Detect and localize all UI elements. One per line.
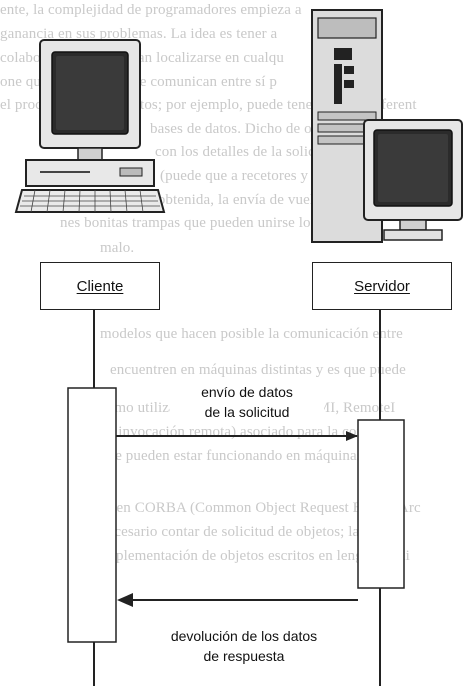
client-box: Cliente xyxy=(40,262,160,310)
background-text-line: encuentren en máquinas distintas y es qu… xyxy=(110,362,406,378)
server-box: Servidor xyxy=(312,262,452,310)
response-message-line: devolución de los datos xyxy=(170,628,318,644)
server-label: Servidor xyxy=(354,277,410,295)
client-label: Cliente xyxy=(76,277,124,295)
request-message: envío de datos de la solicitud xyxy=(170,382,324,422)
background-text-line: modelos que hacen posible la comunicació… xyxy=(100,326,403,342)
background-text-line: malo. xyxy=(100,240,135,256)
background-text-line: que pueden estar funcionando en máquinas… xyxy=(100,448,401,464)
request-message-line: de la solicitud xyxy=(204,404,290,420)
response-message: devolución de los datos de respuesta xyxy=(138,626,350,666)
background-text-line: es en CORBA (Common Object Request Broke… xyxy=(100,500,421,516)
response-message-line: de respuesta xyxy=(203,648,285,664)
background-text-line: ente, la complejidad de programadores em… xyxy=(0,2,302,18)
response-arrow xyxy=(117,593,358,607)
background-text-line: ganancia en sus problemas. La idea es te… xyxy=(0,26,278,42)
background-text-line: necesario contar de solicitud de objetos… xyxy=(100,524,399,540)
server-activation-bar xyxy=(357,419,405,589)
background-text-line: implementación de objetos escritos en le… xyxy=(100,548,410,564)
request-message-line: envío de datos xyxy=(201,384,293,400)
desktop-computer-icon xyxy=(14,39,166,213)
server-tower-icon xyxy=(311,9,463,243)
background-text-line: nes bonitas trampas que pueden unirse lo… xyxy=(60,215,317,231)
client-activation-bar xyxy=(67,387,117,643)
